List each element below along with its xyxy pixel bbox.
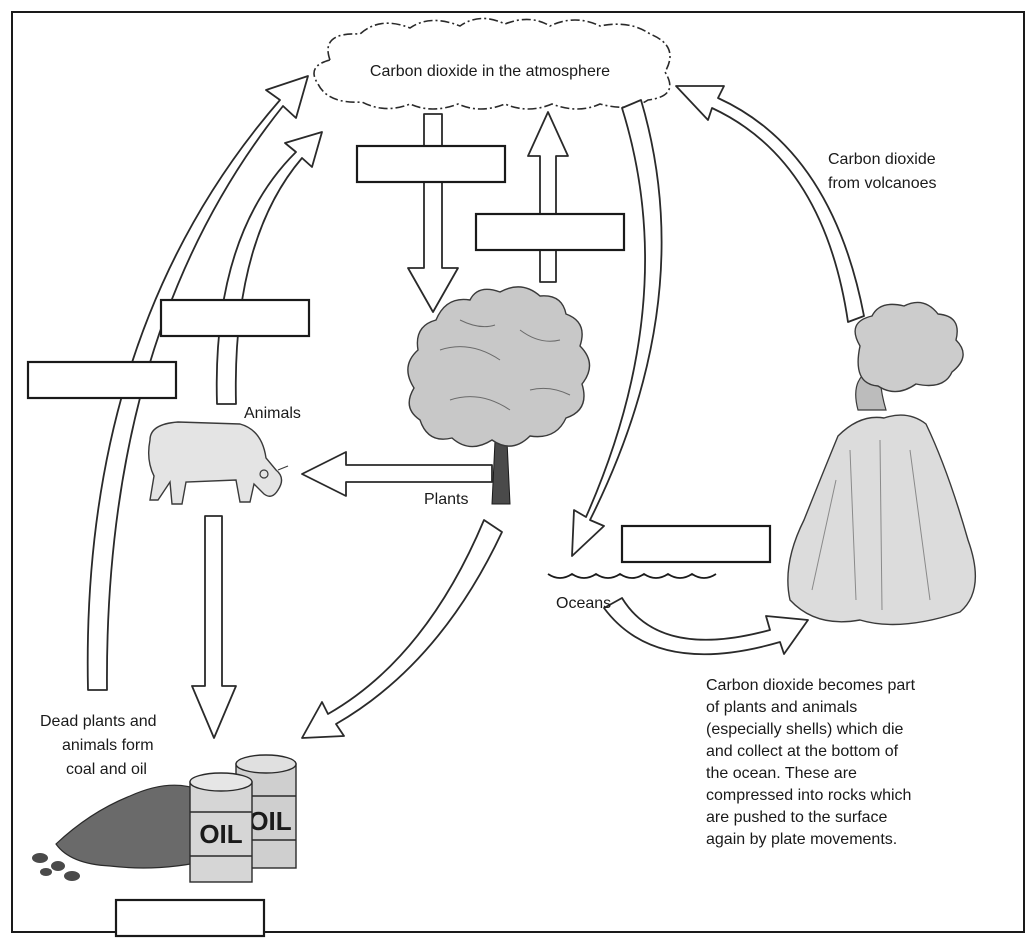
blank-box-animal-respiration[interactable] — [159, 298, 311, 338]
diagram-frame — [11, 11, 1025, 933]
oceans-to-volcano-arrow — [603, 597, 809, 656]
oil-barrel-front — [189, 772, 253, 883]
volcano-to-atmosphere-arrow — [675, 85, 865, 323]
dead-matter-label-line1: Dead plants and — [40, 713, 157, 730]
ocean-note-line: (especially shells) which die — [706, 721, 904, 738]
atmosphere-cloud — [313, 17, 671, 110]
dead-matter-label-line3: coal and oil — [66, 761, 147, 778]
ocean-note-line: are pushed to the surface — [706, 809, 888, 826]
ocean-note-line: and collect at the bottom of — [706, 743, 899, 760]
oceans-label: Oceans — [556, 595, 611, 612]
ocean-note-line: of plants and animals — [706, 699, 857, 716]
ocean-note-line: the ocean. These are — [706, 765, 857, 782]
ocean-waves — [547, 572, 717, 579]
ocean-note-line: compressed into rocks which — [706, 787, 911, 804]
plants-label: Plants — [424, 491, 468, 508]
tree-illustration — [407, 286, 591, 505]
animals-to-fuels-arrow — [191, 515, 237, 739]
blank-box-plant-respiration[interactable] — [474, 212, 626, 252]
animals-label: Animals — [244, 405, 301, 422]
volcano-label-line2: from volcanoes — [828, 175, 937, 192]
ocean-note: Carbon dioxide becomes part of plants an… — [706, 677, 916, 848]
atmosphere-to-oceans-arrow — [571, 99, 663, 557]
oil-barrel-back-label: OIL — [248, 806, 291, 836]
blank-box-photosynthesis[interactable] — [355, 144, 507, 184]
volcano-label-line1: Carbon dioxide — [828, 151, 936, 168]
ocean-note-line: again by plate movements. — [706, 831, 897, 848]
coal-pile-illustration — [32, 784, 211, 881]
plants-to-fuels-arrow — [301, 519, 503, 739]
atmosphere-label: Carbon dioxide in the atmosphere — [370, 63, 610, 80]
blank-box-ocean-dissolving[interactable] — [620, 524, 772, 564]
cow-illustration — [147, 421, 289, 505]
atmosphere-to-plants-arrow — [407, 113, 459, 313]
oil-barrel-front-label: OIL — [199, 819, 242, 849]
blank-box-decomposition[interactable] — [26, 360, 178, 400]
dead-matter-label-line2: animals form — [62, 737, 154, 754]
plants-to-atmosphere-arrow — [527, 111, 569, 283]
plants-to-animals-arrow — [301, 451, 493, 497]
ocean-note-line: Carbon dioxide becomes part — [706, 677, 916, 694]
blank-box-combustion[interactable] — [114, 898, 266, 938]
volcano-illustration — [787, 301, 977, 626]
